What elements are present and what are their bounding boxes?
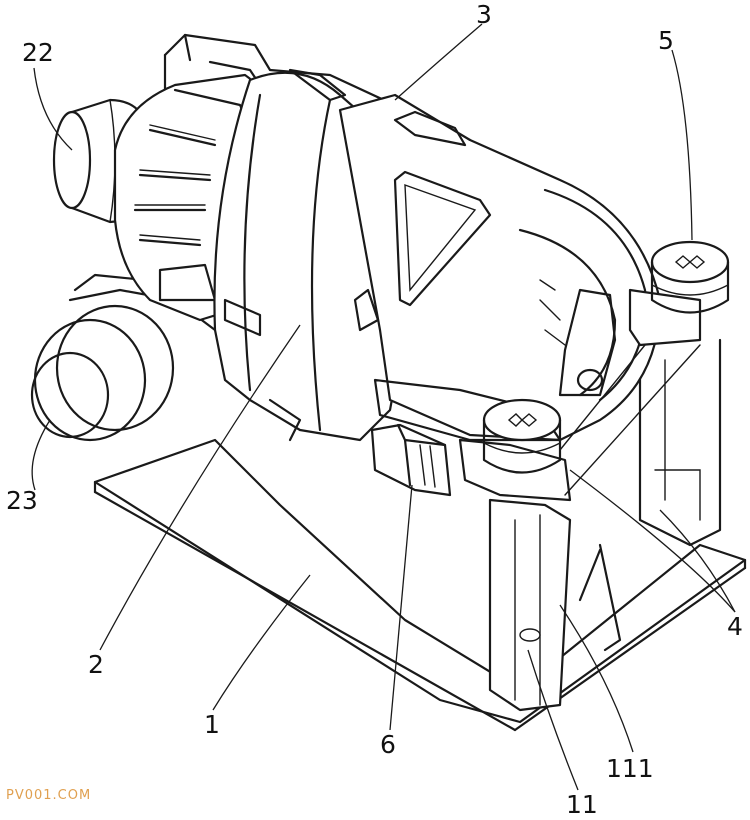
label-2: 2 bbox=[88, 650, 104, 679]
leader-22 bbox=[33, 67, 73, 151]
label-5: 5 bbox=[658, 26, 674, 55]
motor-end-cover-3 bbox=[338, 93, 662, 442]
leader-111 bbox=[559, 604, 634, 753]
support-column-11 bbox=[488, 338, 722, 712]
label-4: 4 bbox=[727, 612, 743, 641]
leader-6 bbox=[389, 484, 413, 731]
inlet-port-23 bbox=[30, 273, 217, 442]
label-111: 111 bbox=[606, 754, 654, 783]
label-23: 23 bbox=[6, 486, 38, 515]
mounting-arm-4 bbox=[458, 288, 702, 502]
label-11: 11 bbox=[566, 790, 598, 819]
leader-11 bbox=[527, 649, 579, 791]
leader-3 bbox=[394, 23, 483, 101]
label-6: 6 bbox=[380, 730, 396, 759]
snap-clip-6 bbox=[370, 423, 452, 497]
leader-23 bbox=[31, 419, 51, 491]
leader-5 bbox=[671, 49, 693, 241]
leader-4a bbox=[569, 469, 736, 613]
base-plate bbox=[93, 438, 747, 732]
label-1: 1 bbox=[204, 710, 220, 739]
leader-2 bbox=[99, 324, 301, 651]
fastening-screw-4-lower bbox=[482, 398, 562, 474]
label-22: 22 bbox=[22, 38, 54, 67]
leader-4b bbox=[659, 509, 736, 613]
fastening-screw-5 bbox=[650, 240, 730, 314]
label-3: 3 bbox=[476, 0, 492, 29]
watermark: PV001.COM bbox=[6, 788, 92, 803]
leader-lines bbox=[31, 23, 736, 791]
leader-1 bbox=[212, 574, 311, 711]
